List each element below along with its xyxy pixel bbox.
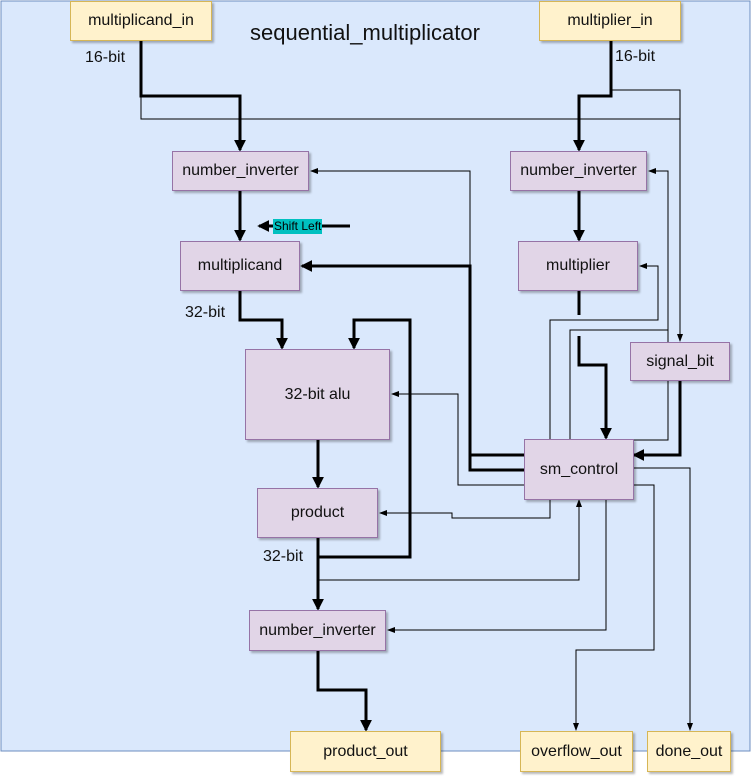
block-number-inverter-right: number_inverter	[510, 151, 647, 191]
bus-multiplicand-in-to-inverter	[139, 38, 246, 152]
block-sm-control: sm_control	[524, 439, 634, 500]
wire-control-to-multiplier-2	[569, 329, 668, 440]
wire-control-to-product	[379, 500, 551, 519]
thin-signal-lines	[140, 89, 693, 731]
label-width-multiplicand-in: 16-bit	[85, 49, 126, 66]
bus-signal-bit-to-control	[632, 380, 682, 461]
port-product-out: product_out	[290, 731, 441, 772]
port-multiplier-in: multiplier_in	[539, 1, 681, 41]
label-width-product: 32-bit	[263, 548, 304, 565]
wire-control-to-alu	[391, 391, 524, 486]
bus-control-to-multiplicand-branch	[468, 455, 524, 472]
shift-left-tag: Shift Left	[273, 219, 323, 234]
wire-multiplier-in-to-signal-bit	[611, 89, 683, 342]
port-done-out: done_out	[647, 731, 731, 772]
block-product: product	[257, 488, 378, 538]
wire-product-to-control	[318, 499, 582, 581]
wire-multiplicand-in-to-signal-bit	[140, 96, 680, 120]
bus-multiplier-in-to-inverter	[573, 38, 613, 152]
bus-multiplicand-to-alu	[238, 291, 288, 350]
port-overflow-out: overflow_out	[520, 731, 633, 772]
block-alu: 32-bit alu	[245, 349, 390, 440]
wire-control-to-done	[634, 467, 693, 731]
block-multiplier: multiplier	[518, 241, 638, 291]
diagram-title: sequential_multiplicator	[250, 20, 480, 45]
wire-control-to-multiplier	[549, 263, 659, 440]
block-multiplicand: multiplicand	[180, 241, 300, 291]
block-signal-bit: signal_bit	[630, 342, 730, 381]
wire-control-to-right-inverter	[632, 168, 669, 441]
bus-multiplier-to-control-2	[577, 336, 612, 440]
bus-inverter-to-product-out	[316, 651, 372, 732]
port-multiplicand-in: multiplicand_in	[70, 1, 212, 41]
wire-control-to-left-inverter	[310, 168, 524, 456]
label-width-multiplicand: 32-bit	[185, 304, 226, 321]
wire-control-to-overflow	[573, 484, 655, 731]
wire-control-to-bottom-inverter	[387, 500, 607, 633]
block-number-inverter-bottom: number_inverter	[249, 610, 386, 651]
label-width-multiplier-in: 16-bit	[615, 48, 656, 65]
block-number-inverter-left: number_inverter	[172, 151, 309, 191]
